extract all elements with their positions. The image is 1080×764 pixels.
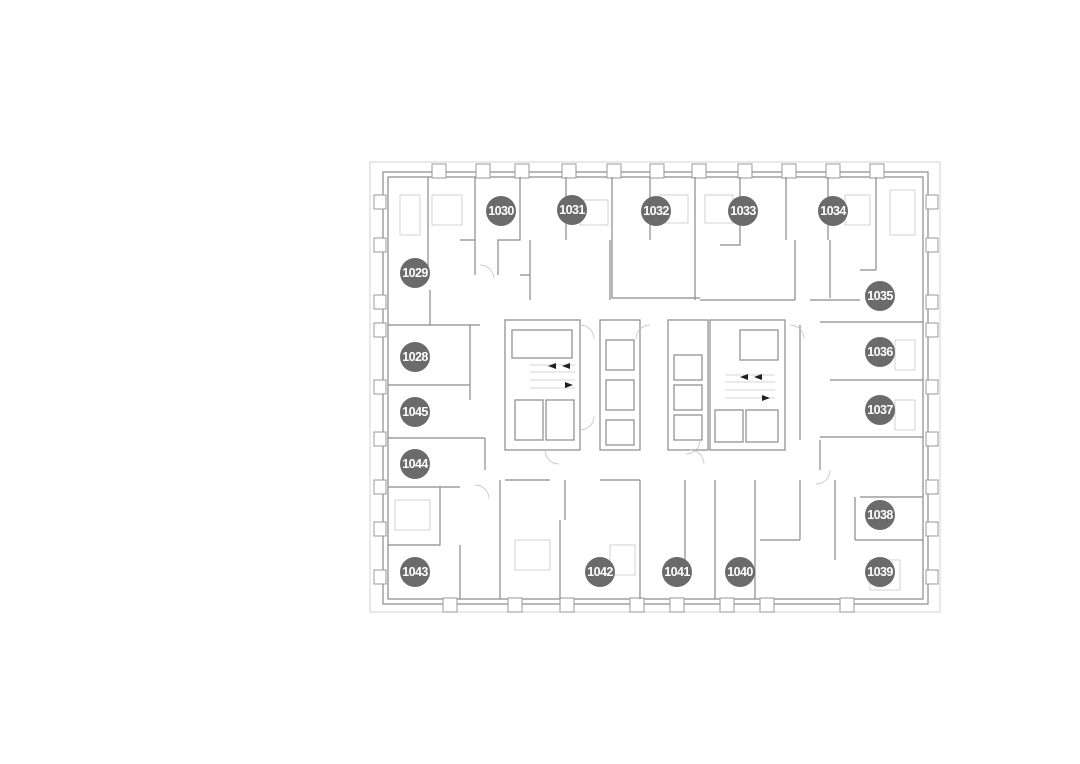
unit-badge-1028[interactable]: 1028 (400, 342, 430, 372)
window (373, 322, 387, 338)
window (925, 479, 939, 495)
window (925, 294, 939, 310)
window (373, 379, 387, 395)
window (839, 597, 855, 613)
window (373, 521, 387, 537)
unit-badge-1044[interactable]: 1044 (400, 449, 430, 479)
doors (474, 264, 831, 500)
window (781, 163, 797, 179)
unit-badge-1039[interactable]: 1039 (865, 557, 895, 587)
window (869, 163, 885, 179)
unit-badge-1040[interactable]: 1040 (725, 557, 755, 587)
window (629, 597, 645, 613)
window (373, 294, 387, 310)
window (649, 163, 665, 179)
window (759, 597, 775, 613)
furniture-hints (394, 189, 916, 591)
window (669, 597, 685, 613)
unit-badge-1038[interactable]: 1038 (865, 500, 895, 530)
unit-badge-1041[interactable]: 1041 (662, 557, 692, 587)
window (373, 194, 387, 210)
interior-walls (388, 177, 923, 599)
window (507, 597, 523, 613)
window (373, 569, 387, 585)
window (925, 569, 939, 585)
unit-badge-1029[interactable]: 1029 (400, 258, 430, 288)
window (442, 597, 458, 613)
windows (373, 163, 939, 613)
window (691, 163, 707, 179)
unit-badge-1043[interactable]: 1043 (400, 557, 430, 587)
window (925, 431, 939, 447)
window (737, 163, 753, 179)
window (559, 597, 575, 613)
unit-badge-1036[interactable]: 1036 (865, 337, 895, 367)
window (925, 322, 939, 338)
unit-badge-1035[interactable]: 1035 (865, 281, 895, 311)
stairs (530, 363, 775, 401)
unit-badge-1031[interactable]: 1031 (557, 195, 587, 225)
unit-badge-1045[interactable]: 1045 (400, 397, 430, 427)
unit-badge-1033[interactable]: 1033 (728, 196, 758, 226)
circulation-cores (504, 319, 786, 451)
unit-badge-1037[interactable]: 1037 (865, 395, 895, 425)
window (514, 163, 530, 179)
window (719, 597, 735, 613)
unit-badge-1030[interactable]: 1030 (486, 196, 516, 226)
outer-walls (369, 161, 941, 613)
window (925, 194, 939, 210)
unit-badge-1034[interactable]: 1034 (818, 196, 848, 226)
window (475, 163, 491, 179)
window (561, 163, 577, 179)
window (925, 379, 939, 395)
window (606, 163, 622, 179)
window (373, 237, 387, 253)
window (925, 521, 939, 537)
window (373, 479, 387, 495)
unit-badge-1042[interactable]: 1042 (585, 557, 615, 587)
unit-badge-1032[interactable]: 1032 (641, 196, 671, 226)
window (925, 237, 939, 253)
window (825, 163, 841, 179)
window (373, 431, 387, 447)
window (431, 163, 447, 179)
